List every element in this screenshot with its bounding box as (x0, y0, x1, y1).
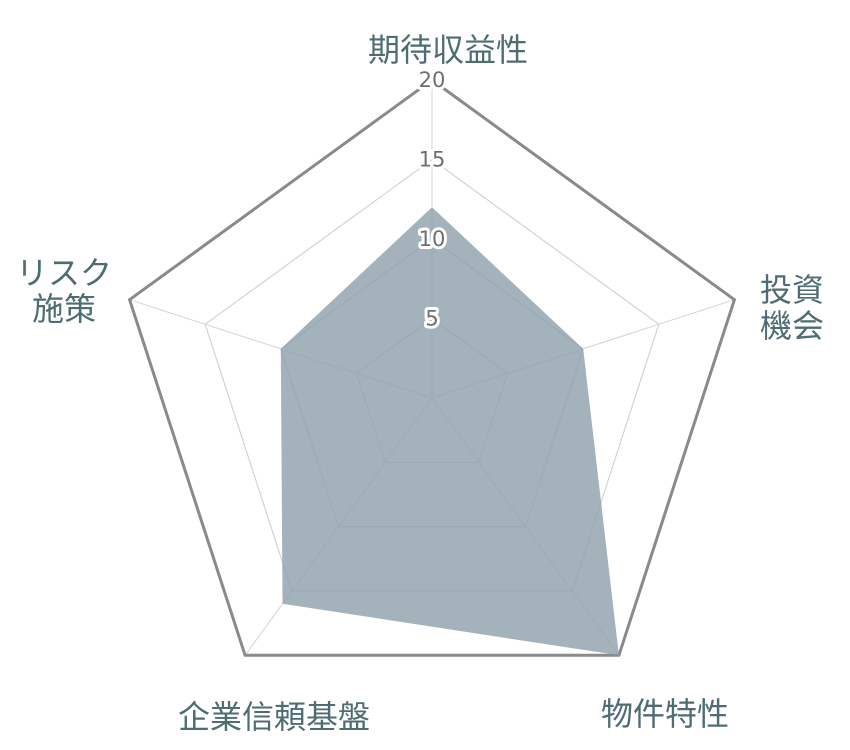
axis-label-3: 物件特性 (601, 695, 729, 733)
axis-label-5-line-2: 施策 (32, 290, 96, 328)
axis-label-2-line-1: 投資 (760, 271, 824, 309)
axis-label-3-line-1: 物件特性 (601, 695, 729, 733)
axis-label-2: 投資機会 (760, 271, 824, 345)
axis-label-5: リスク施策 (16, 254, 112, 328)
axis-label-4-line-1: 企業信頼基盤 (178, 698, 370, 736)
axis-label-1: 期待収益性 (368, 31, 528, 69)
axis-label-1-line-1: 期待収益性 (368, 31, 528, 69)
tick-label-15: 15 (419, 148, 446, 172)
axis-label-2-line-2: 機会 (760, 307, 824, 345)
data-area-layer (280, 207, 619, 656)
tick-label-5: 5 (425, 307, 438, 331)
tick-label-layer: 5 10 15 20 (416, 65, 449, 334)
axis-label-5-line-1: リスク (16, 254, 112, 292)
axis-label-4: 企業信頼基盤 (178, 698, 370, 736)
grid-ring-20 (127, 78, 737, 657)
tick-label-10: 10 (419, 227, 446, 251)
data-area (280, 207, 619, 656)
tick-label-20: 20 (419, 68, 446, 92)
